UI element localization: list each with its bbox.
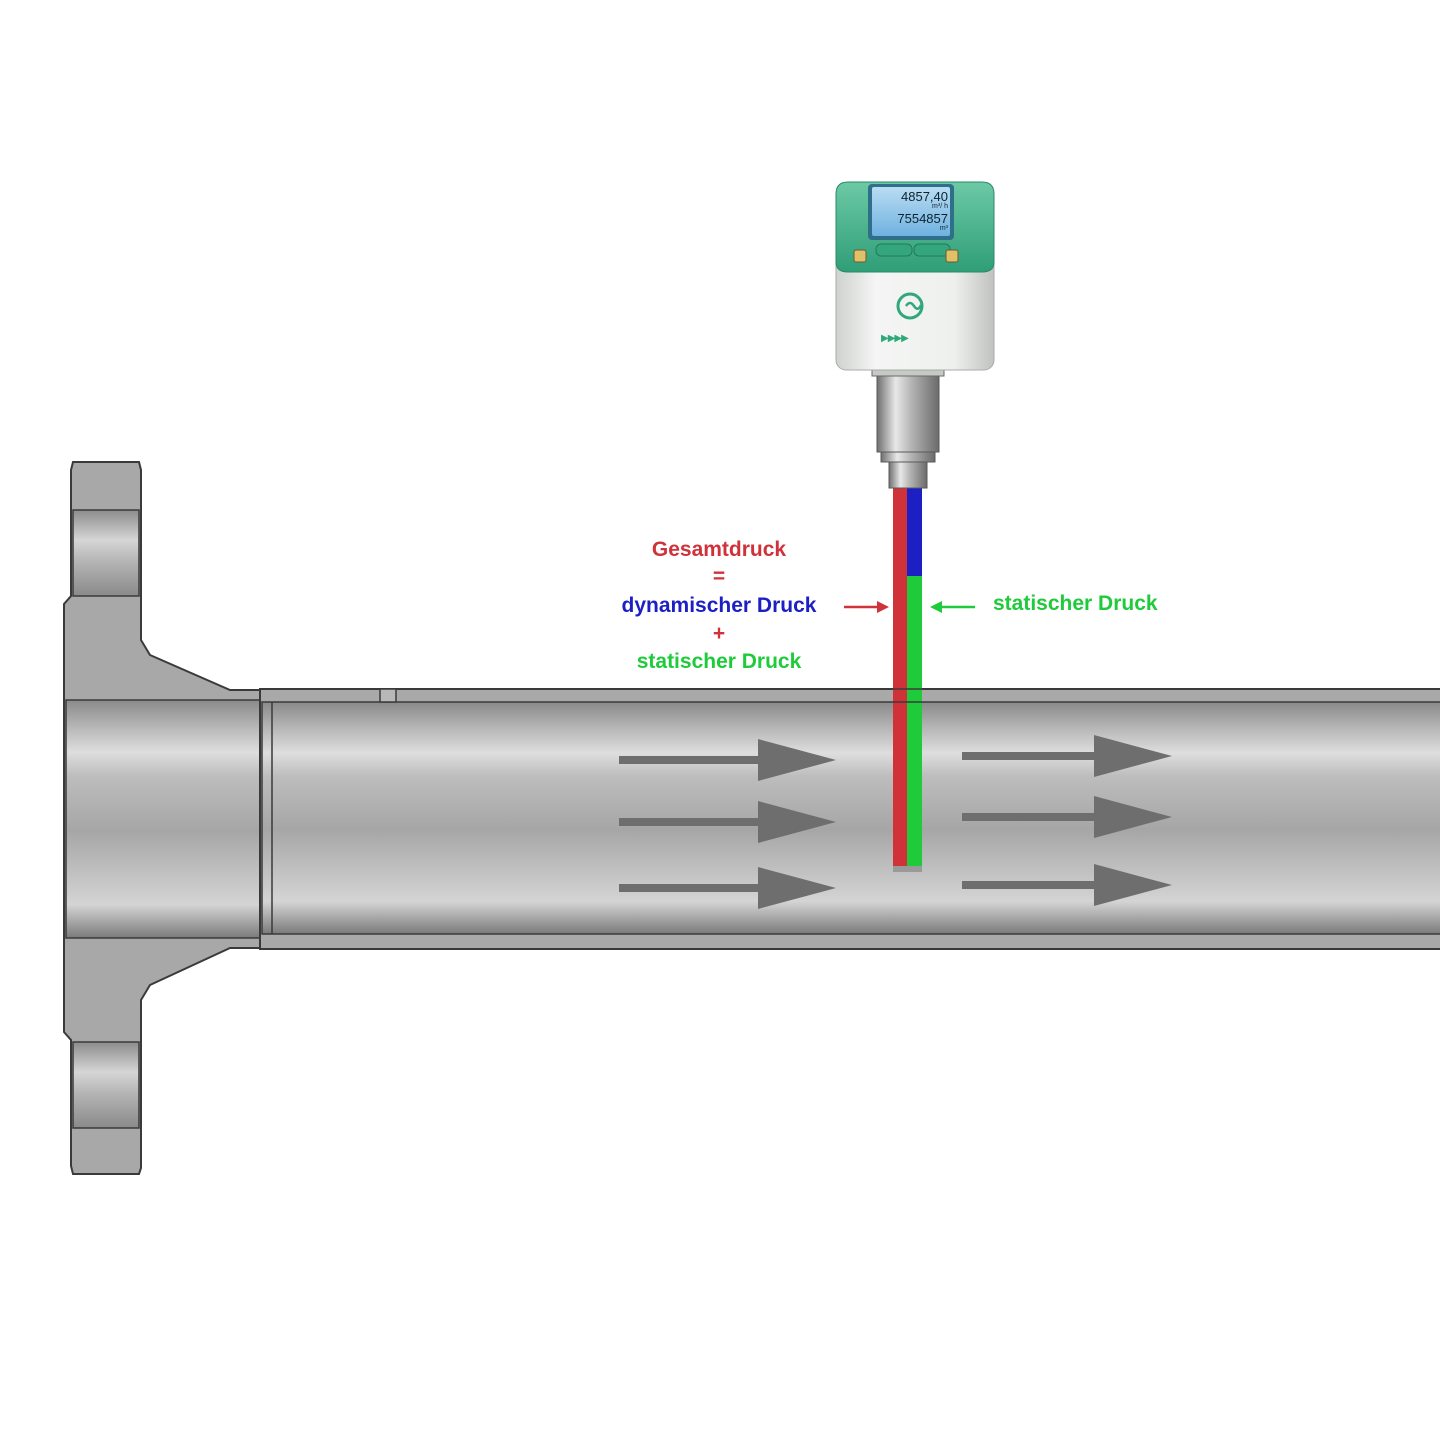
sensor-stem <box>871 365 945 489</box>
direction-marker: ▶▶▶▶ <box>881 333 909 344</box>
flow-arrow-3 <box>619 867 836 909</box>
display-unit-2: m³ <box>939 225 948 232</box>
flange-bolt-bottom <box>72 1041 140 1129</box>
probe-tip <box>893 866 922 872</box>
probe-dynamic-pressure-section <box>907 486 922 576</box>
label-dynamic-pressure: dynamischer Druck <box>621 594 817 617</box>
flow-arrow-4 <box>962 735 1172 777</box>
lcd-screen <box>872 187 950 236</box>
screw-right <box>945 249 959 263</box>
flow-arrow-2 <box>619 801 836 843</box>
label-equals: = <box>712 565 726 588</box>
probe-total-pressure-side <box>893 486 907 866</box>
flow-meter-device <box>835 181 995 371</box>
pipe-weld-mark <box>379 688 397 703</box>
pipe-flange <box>63 461 263 1175</box>
flow-arrows <box>619 735 1172 909</box>
annotation-arrows <box>844 601 975 613</box>
flow-arrow-6 <box>962 864 1172 906</box>
flow-arrow-5 <box>962 796 1172 838</box>
pipe-body <box>259 688 1440 950</box>
brand-logo-icon <box>896 292 924 320</box>
flange-bore <box>65 699 263 939</box>
label-total-pressure: Gesamtdruck <box>651 538 787 561</box>
display-value-1: 4857,40 <box>901 189 948 204</box>
screw-left <box>853 249 867 263</box>
pipe-bore <box>261 701 1440 935</box>
probe-static-pressure-section <box>907 576 922 866</box>
flange-bolt-top <box>72 509 140 597</box>
flow-arrow-1 <box>619 739 836 781</box>
display-value-2: 7554857 <box>897 211 948 226</box>
label-static-pressure-sum: statischer Druck <box>636 650 802 673</box>
display-unit-1: m³/ h <box>932 203 948 210</box>
label-static-pressure-right: statischer Druck <box>993 592 1158 615</box>
label-plus: + <box>712 622 726 645</box>
arrow-to-static-pressure <box>930 601 975 613</box>
arrow-to-total-pressure <box>844 601 889 613</box>
pressure-probe <box>893 486 922 872</box>
